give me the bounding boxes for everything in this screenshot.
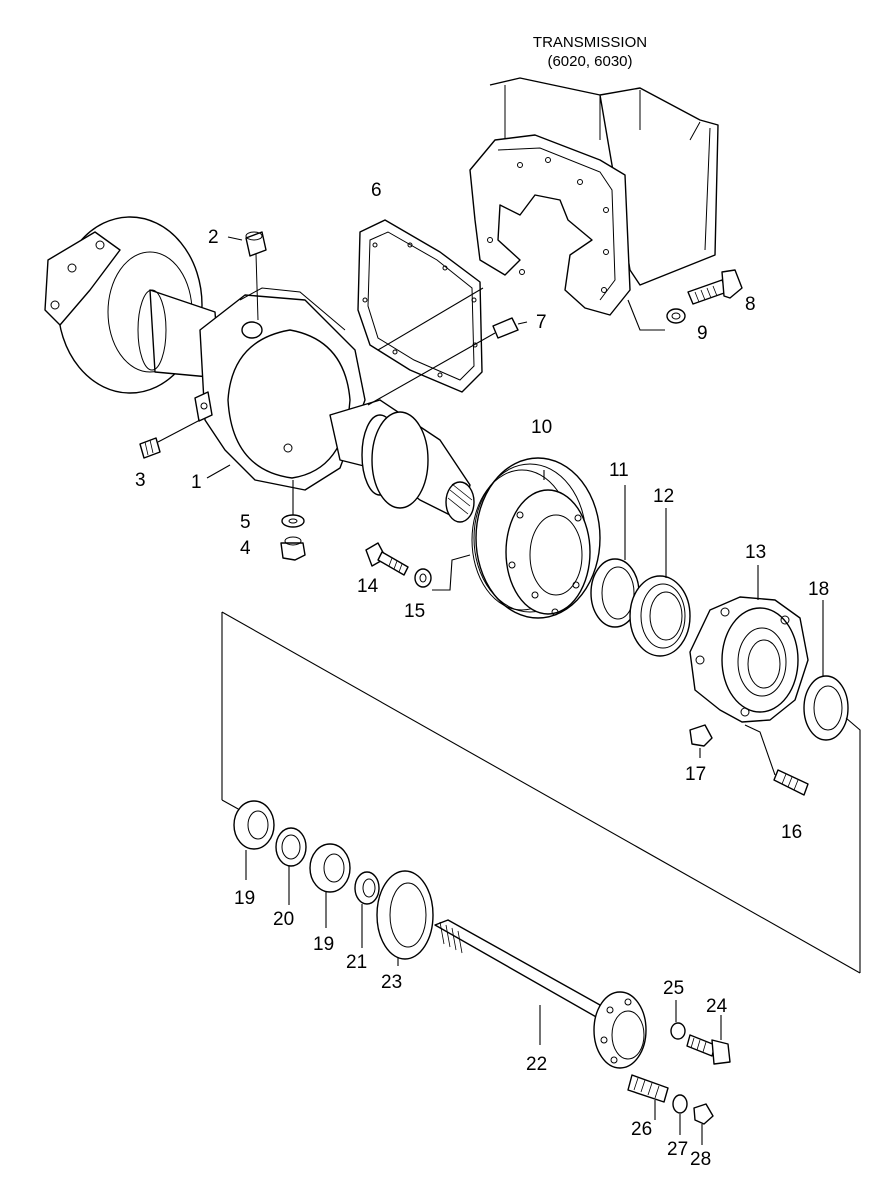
bolt-part-14 (365, 542, 409, 576)
washer-part-25 (670, 1022, 686, 1040)
gasket-part-23 (376, 870, 434, 960)
washer-part-5 (281, 514, 305, 528)
callout-5: 5 (240, 512, 251, 533)
wheel-hub (689, 596, 809, 723)
callout-1: 1 (191, 472, 202, 493)
axle-shaft (434, 919, 647, 1069)
callout-19-upper: 19 (234, 888, 255, 909)
plug-part-4 (280, 536, 306, 561)
header-title-line1: TRANSMISSION (533, 34, 647, 51)
header-title-line2: (6020, 6030) (547, 53, 632, 70)
callout-8: 8 (745, 294, 756, 315)
nut-part-28 (693, 1103, 714, 1125)
washer-part-20 (275, 827, 307, 867)
axle-housing (44, 216, 475, 523)
nut-part-17 (689, 724, 713, 747)
gasket (357, 219, 483, 393)
bolt-part-24 (686, 1034, 731, 1065)
nut-part-19-lower (309, 843, 351, 893)
callout-27: 27 (667, 1139, 688, 1160)
callout-25: 25 (663, 978, 684, 999)
callout-2: 2 (208, 227, 219, 248)
callout-6: 6 (371, 180, 382, 201)
callout-22: 22 (526, 1054, 547, 1075)
callout-26: 26 (631, 1119, 652, 1140)
brake-drum (471, 457, 601, 619)
callout-15: 15 (404, 601, 425, 622)
plug-part-2 (245, 231, 267, 321)
dowel-pin-part-7 (492, 317, 519, 339)
callout-14: 14 (357, 576, 379, 597)
callout-21: 21 (346, 952, 367, 973)
callout-7: 7 (536, 312, 547, 333)
callout-4: 4 (240, 538, 251, 559)
bolt-part-8 (687, 269, 743, 305)
nut-part-19-upper (233, 800, 275, 850)
callout-11: 11 (609, 460, 629, 481)
washer-part-15 (414, 568, 432, 588)
callout-28: 28 (690, 1149, 711, 1170)
callout-23: 23 (381, 972, 402, 993)
callout-3: 3 (135, 470, 146, 491)
stud-part-16 (773, 769, 809, 796)
bearing-part-21 (354, 871, 380, 905)
callout-12: 12 (653, 486, 674, 507)
callout-17: 17 (685, 764, 706, 785)
callout-16: 16 (781, 822, 802, 843)
callout-20: 20 (273, 909, 294, 930)
callout-13: 13 (745, 542, 766, 563)
callout-10: 10 (531, 417, 552, 438)
callout-9: 9 (697, 323, 708, 344)
plug-part-3 (139, 437, 161, 459)
callout-24: 24 (706, 996, 728, 1017)
transmission-housing (469, 77, 719, 316)
callout-19-lower: 19 (313, 934, 334, 955)
bearing-part-12 (629, 575, 691, 657)
washer-part-27 (672, 1094, 688, 1114)
washer-part-9 (666, 308, 686, 324)
stud-part-26 (627, 1074, 669, 1103)
seal-part-18 (803, 675, 849, 741)
callout-18: 18 (808, 579, 829, 600)
